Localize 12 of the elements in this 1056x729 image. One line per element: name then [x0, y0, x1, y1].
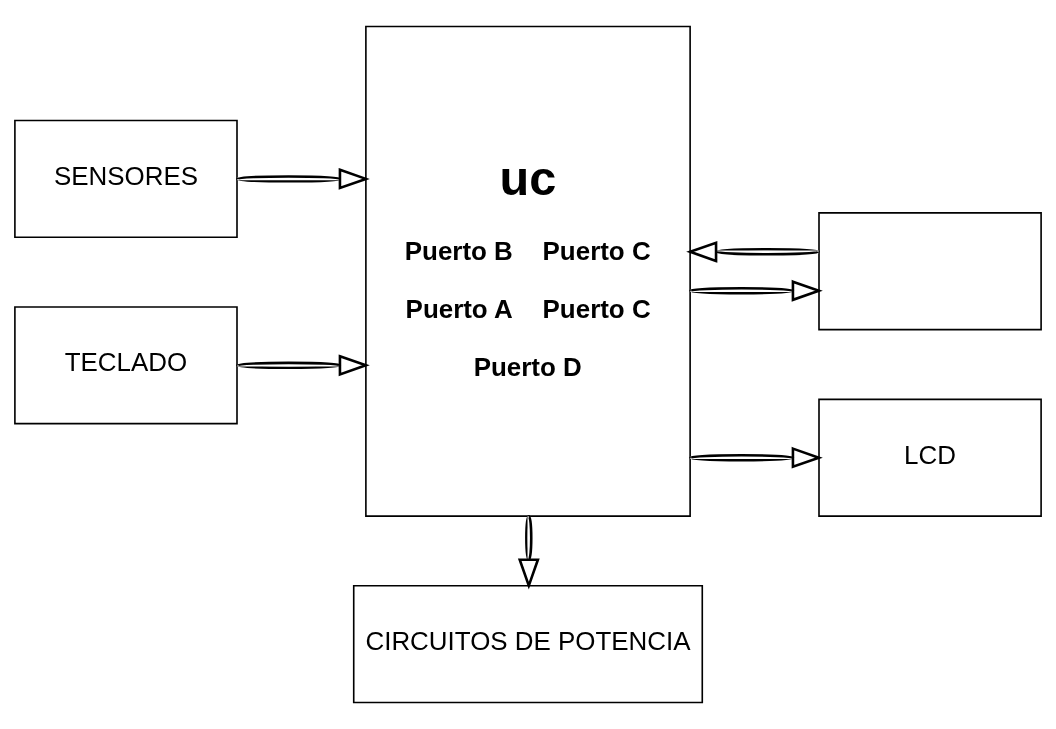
arrow — [237, 167, 370, 190]
arrow — [690, 446, 823, 469]
arrow — [690, 279, 823, 302]
node-box — [818, 212, 1042, 331]
node-box: uc Puerto B Puerto C Puerto A Puerto C Puerto D — [365, 25, 691, 517]
node-box: CIRCUITOS DE POTENCIA — [352, 585, 704, 704]
arrow — [686, 240, 819, 263]
node-box: LCD — [818, 398, 1042, 517]
arrow — [517, 515, 540, 590]
node-box: SENSORES — [14, 119, 238, 239]
arrow — [237, 354, 370, 377]
node-box: TECLADO — [14, 306, 238, 425]
